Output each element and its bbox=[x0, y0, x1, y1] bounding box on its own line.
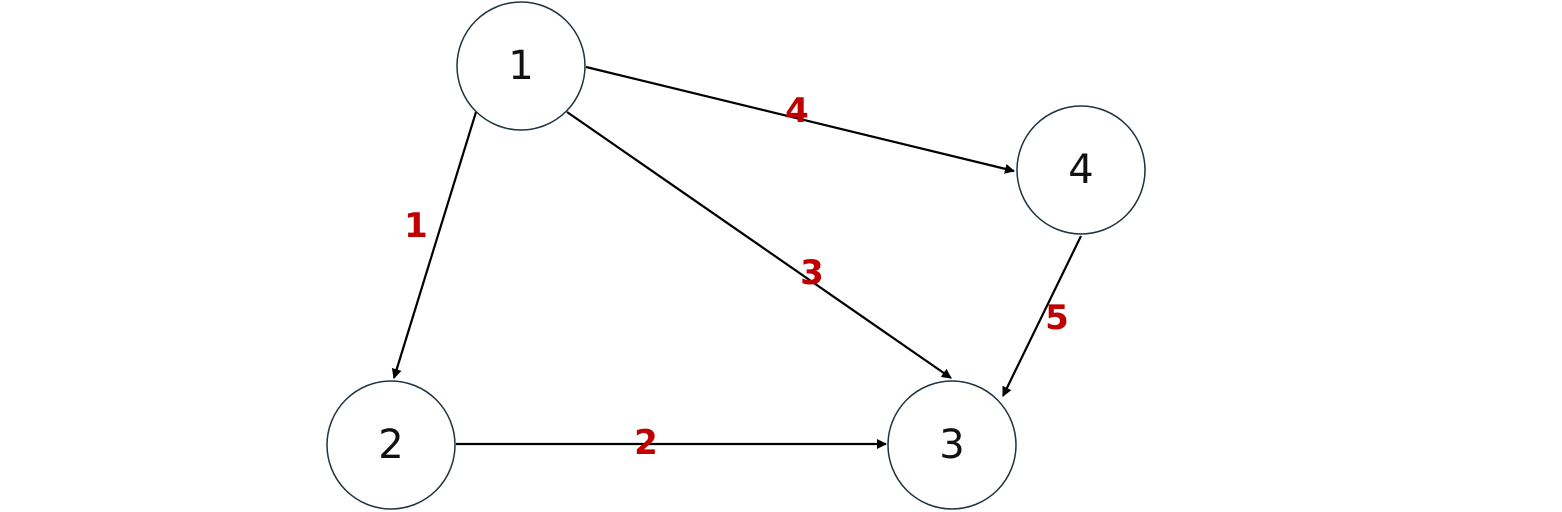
edge-weight-4-3: 5 bbox=[1045, 298, 1069, 338]
edge-4-3 bbox=[1002, 235, 1082, 397]
node-label: 3 bbox=[939, 422, 964, 468]
node-3: 3 bbox=[887, 380, 1017, 510]
edge-1-2 bbox=[391, 111, 478, 379]
edge-weight-1-4: 4 bbox=[785, 91, 809, 131]
edge-1-4 bbox=[585, 65, 1015, 174]
node-label: 2 bbox=[378, 422, 403, 468]
edge-weight-1-3: 3 bbox=[800, 253, 824, 293]
node-label: 4 bbox=[1068, 147, 1093, 193]
node-2: 2 bbox=[326, 380, 456, 510]
edge-weight-1-2: 1 bbox=[404, 206, 428, 246]
node-label: 1 bbox=[508, 43, 533, 89]
edge-1-3 bbox=[566, 111, 952, 379]
node-4: 4 bbox=[1016, 105, 1146, 235]
node-1: 1 bbox=[456, 1, 586, 131]
edge-weight-2-3: 2 bbox=[634, 423, 658, 463]
